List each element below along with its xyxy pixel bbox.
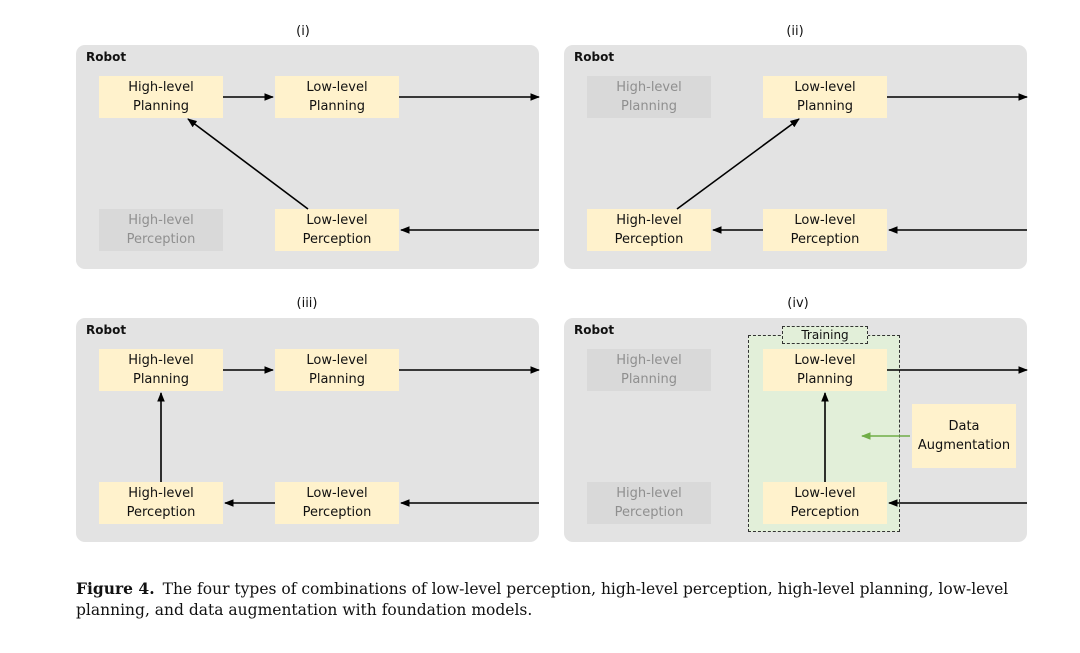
panel-ii-arrows — [676, 93, 1028, 234]
robot-label: Robot — [86, 50, 127, 64]
panel-title-iv: (iv) — [787, 296, 809, 311]
panel-iii-arrows — [157, 366, 540, 507]
low-level-perception-box: Low-level Perception — [275, 482, 399, 524]
robot-label: Robot — [86, 323, 127, 337]
high-level-planning-box: High-level Planning — [587, 349, 711, 391]
arrow-llperc-to-hlplan — [187, 118, 309, 210]
high-level-perception-box: High-level Perception — [99, 482, 223, 524]
data-augmentation-box: Data Augmentation — [912, 404, 1016, 468]
caption-label: Figure 4. — [76, 579, 155, 598]
low-level-planning-box: Low-level Planning — [275, 76, 399, 118]
high-level-perception-box: High-level Perception — [587, 482, 711, 524]
panel-title-i: (i) — [296, 24, 310, 39]
low-level-perception-box: Low-level Perception — [275, 209, 399, 251]
robot-label: Robot — [574, 323, 615, 337]
low-level-perception-box: Low-level Perception — [763, 209, 887, 251]
high-level-perception-box: High-level Perception — [587, 209, 711, 251]
high-level-planning-box: High-level Planning — [99, 349, 223, 391]
panel-iii: Robot High-level Planning Low-level Plan… — [76, 318, 540, 542]
high-level-planning-box: High-level Planning — [99, 76, 223, 118]
panel-title-ii: (ii) — [786, 24, 804, 39]
panel-iv: Robot Training High-level Planning Low-l… — [564, 318, 1028, 542]
high-level-perception-box: High-level Perception — [99, 209, 223, 251]
figure-caption: Figure 4.The four types of combinations … — [76, 578, 1036, 621]
caption-text: The four types of combinations of low-le… — [76, 580, 1009, 619]
low-level-planning-box: Low-level Planning — [275, 349, 399, 391]
panel-i: Robot High-level Planning Low-level Plan… — [76, 45, 540, 269]
high-level-planning-box: High-level Planning — [587, 76, 711, 118]
panel-title-iii: (iii) — [296, 296, 318, 311]
panel-iv-arrows — [821, 366, 1028, 507]
robot-label: Robot — [574, 50, 615, 64]
panel-i-arrows — [187, 93, 540, 234]
panel-ii: Robot High-level Planning Low-level Plan… — [564, 45, 1028, 269]
arrow-hlperc-to-llplan — [676, 118, 800, 210]
low-level-planning-box: Low-level Planning — [763, 349, 887, 391]
low-level-planning-box: Low-level Planning — [763, 76, 887, 118]
low-level-perception-box: Low-level Perception — [763, 482, 887, 524]
training-label: Training — [782, 326, 868, 344]
